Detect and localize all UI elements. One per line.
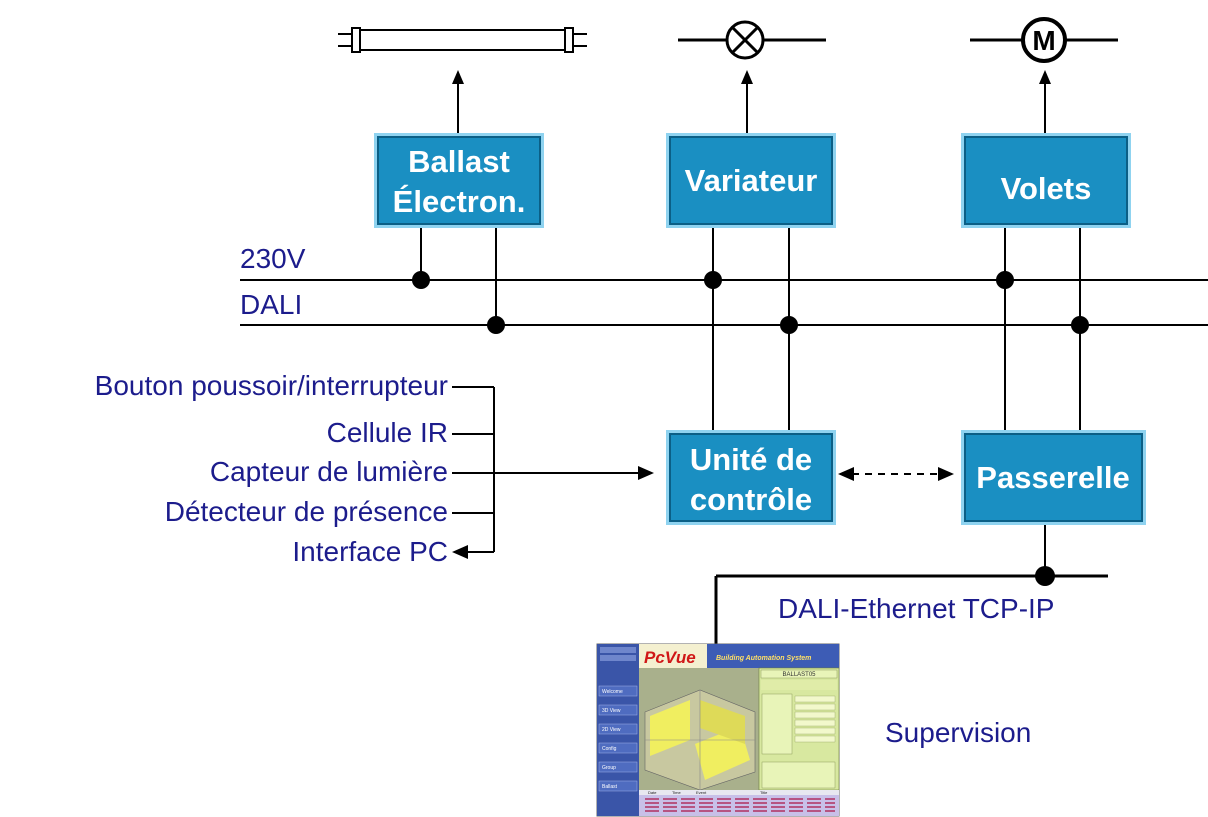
input-label-light: Capteur de lumière: [210, 456, 448, 487]
supervision-label: Supervision: [885, 717, 1031, 748]
lamp-icon: [678, 20, 826, 60]
unite-label-line1: Unité de: [690, 442, 812, 477]
control-gateway-link: [838, 467, 954, 481]
svg-text:Event: Event: [696, 790, 707, 795]
ethernet-network: [714, 525, 1108, 645]
bus-dali-label: DALI: [240, 289, 302, 320]
input-label-ir: Cellule IR: [327, 417, 448, 448]
input-label-presence: Détecteur de présence: [165, 496, 448, 527]
variateur-label: Variateur: [685, 163, 818, 198]
unite-label-line2: contrôle: [690, 482, 812, 517]
unite-controle-box: Unité de contrôle: [666, 430, 836, 525]
menu-item: [598, 761, 638, 773]
pcvue-logo: PcVue: [644, 648, 696, 667]
menu-item: [598, 685, 638, 697]
variateur-box: Variateur: [666, 133, 836, 228]
svg-text:Config: Config: [602, 746, 617, 752]
ballast-label-line1: Ballast: [408, 144, 510, 179]
svg-text:Title: Title: [760, 790, 768, 795]
svg-text:Ballast: Ballast: [602, 784, 618, 790]
menu-item: [598, 780, 638, 792]
load-arrows: [452, 70, 1051, 133]
volets-label: Volets: [1001, 171, 1092, 206]
volets-box: Volets: [961, 133, 1131, 228]
svg-text:3D View: 3D View: [602, 708, 621, 714]
supervision-screenshot: Welcome 3D View 2D View Config Group Bal…: [596, 643, 840, 817]
ballast-label-line2: Électron.: [393, 184, 526, 219]
input-label-pc: Interface PC: [292, 536, 448, 567]
svg-text:Welcome: Welcome: [602, 689, 623, 695]
motor-symbol: M: [1032, 25, 1055, 56]
menu-item: [598, 704, 638, 716]
svg-text:2D View: 2D View: [602, 727, 621, 733]
fluorescent-tube-icon: [338, 27, 587, 53]
ballast-box: Ballast Électron.: [374, 133, 544, 228]
network-label: DALI-Ethernet TCP-IP: [778, 593, 1054, 624]
pcvue-banner: Building Automation System: [716, 655, 811, 662]
input-list: Bouton poussoir/interrupteur Cellule IR …: [95, 370, 654, 567]
bus-connections: [412, 228, 1089, 430]
passerelle-label: Passerelle: [976, 460, 1129, 495]
menu-item: [598, 723, 638, 735]
bus-230v-label: 230V: [240, 243, 306, 274]
input-label-button: Bouton poussoir/interrupteur: [95, 370, 448, 401]
passerelle-box: Passerelle: [961, 430, 1146, 525]
motor-icon: M: [970, 17, 1118, 63]
menu-item: [598, 742, 638, 754]
svg-text:Date: Date: [648, 790, 657, 795]
svg-text:Time: Time: [672, 790, 682, 795]
panel-title: BALLAST05: [782, 672, 816, 678]
svg-text:Group: Group: [602, 765, 616, 771]
